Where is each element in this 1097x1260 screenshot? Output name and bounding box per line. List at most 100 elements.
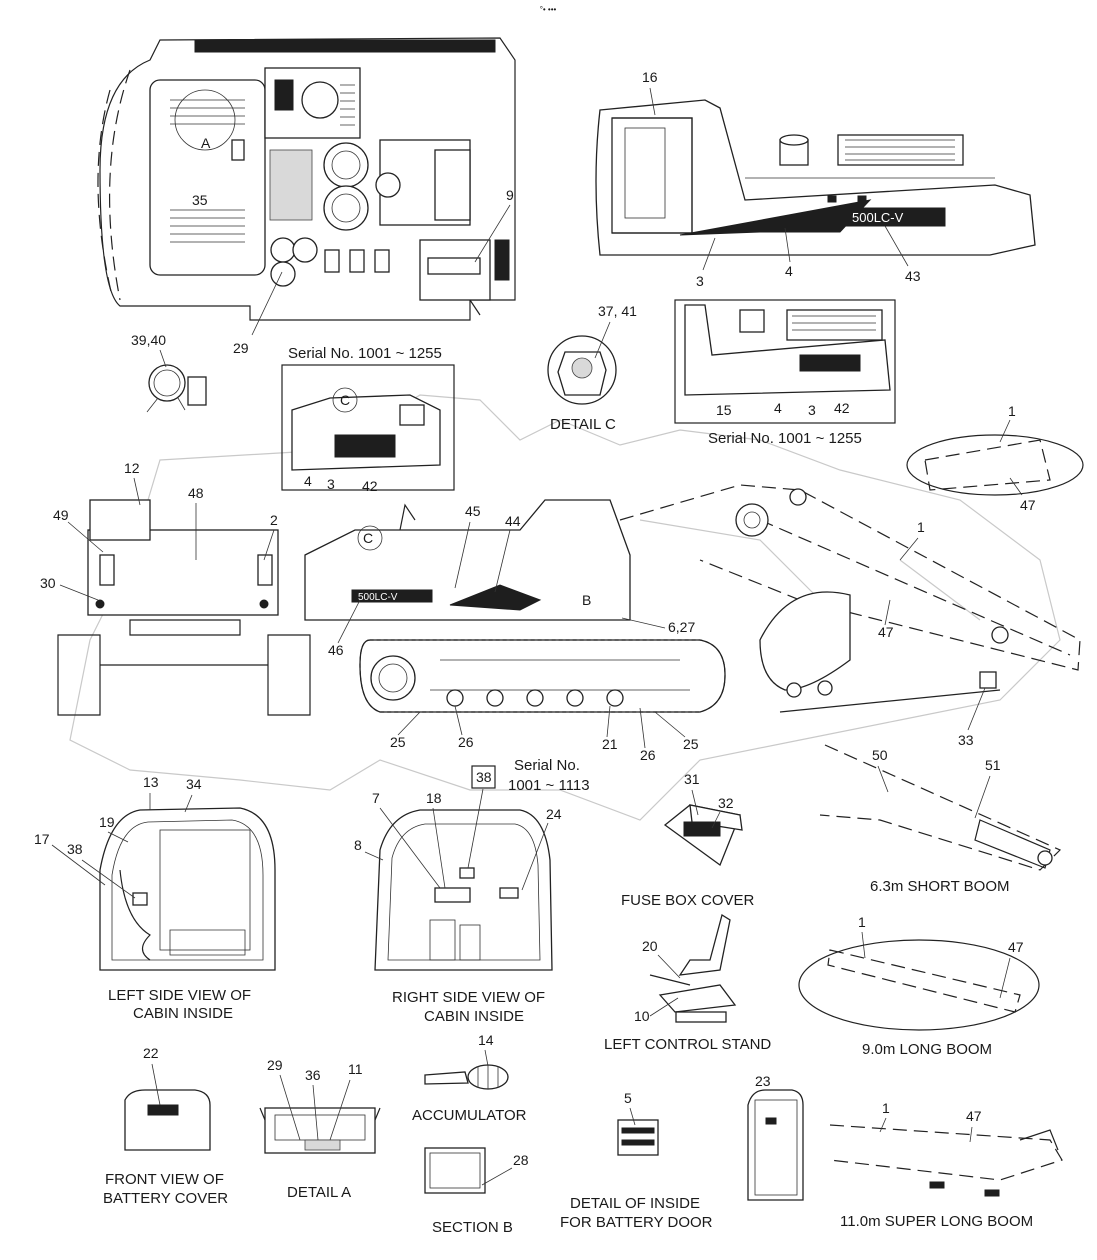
callout-3-left: 3 bbox=[327, 476, 335, 492]
callout-9: 9 bbox=[506, 187, 514, 203]
callout-30: 30 bbox=[40, 575, 56, 591]
callout-36: 36 bbox=[305, 1067, 321, 1083]
callout-39-40: 39,40 bbox=[131, 332, 166, 348]
top-mark: °• ••• bbox=[540, 5, 557, 14]
callout-22: 22 bbox=[143, 1045, 159, 1061]
callout-5: 5 bbox=[624, 1090, 632, 1106]
model-badge-top: 500LC-V bbox=[852, 210, 904, 225]
callout-29-top: 29 bbox=[233, 340, 249, 356]
detail-c-caption: DETAIL C bbox=[550, 416, 616, 433]
callout-1-super: 1 bbox=[882, 1100, 890, 1116]
callout-3-right: 3 bbox=[808, 402, 816, 418]
long-boom-figure bbox=[798, 939, 1040, 1031]
callout-35: 35 bbox=[192, 192, 208, 208]
callout-45: 45 bbox=[465, 503, 481, 519]
callout-10: 10 bbox=[634, 1008, 650, 1024]
left-cabin-figure bbox=[99, 807, 276, 971]
serial-box-left: C bbox=[281, 364, 455, 491]
fuse-box-cover-figure bbox=[663, 804, 743, 867]
accumulator-figure bbox=[424, 1064, 509, 1090]
left-cabin-caption-2: CABIN INSIDE bbox=[133, 1005, 233, 1022]
callout-12: 12 bbox=[124, 460, 140, 476]
callout-32: 32 bbox=[718, 795, 734, 811]
callout-25-right: 25 bbox=[683, 736, 699, 752]
callout-11: 11 bbox=[348, 1061, 363, 1077]
callout-46: 46 bbox=[328, 642, 344, 658]
callout-19: 19 bbox=[99, 814, 115, 830]
serial-label-left: Serial No. 1001 ~ 1255 bbox=[288, 345, 442, 362]
battery-cover-caption-2: BATTERY COVER bbox=[103, 1190, 228, 1207]
left-control-stand-figure bbox=[649, 913, 737, 1023]
rear-view bbox=[57, 499, 311, 716]
view-b-letter: B bbox=[582, 592, 591, 608]
callout-33: 33 bbox=[958, 732, 974, 748]
callout-51: 51 bbox=[985, 757, 1001, 773]
battery-door-caption-1: DETAIL OF INSIDE bbox=[570, 1195, 700, 1212]
callout-26-left: 26 bbox=[458, 734, 474, 750]
accumulator-caption: ACCUMULATOR bbox=[412, 1107, 527, 1124]
view-c-letter-box: C bbox=[340, 392, 350, 408]
section-b-caption: SECTION B bbox=[432, 1219, 513, 1236]
section-b-figure bbox=[424, 1147, 486, 1194]
callout-6-27: 6,27 bbox=[668, 619, 695, 635]
callout-29-detail: 29 bbox=[267, 1057, 283, 1073]
callout-1-ellipse: 1 bbox=[1008, 403, 1016, 419]
left-cabin-caption-1: LEFT SIDE VIEW OF bbox=[108, 987, 251, 1004]
callout-44: 44 bbox=[505, 513, 521, 529]
callout-37-41: 37, 41 bbox=[598, 303, 637, 319]
callout-25-left: 25 bbox=[390, 734, 406, 750]
serial-cab-line2: 1001 ~ 1113 bbox=[508, 777, 590, 794]
short-boom-caption: 6.3m SHORT BOOM bbox=[870, 878, 1009, 895]
boom-and-arm bbox=[619, 484, 1081, 713]
side-view-machine: C 500LC-V B bbox=[304, 499, 726, 713]
view-a-letter: A bbox=[201, 135, 211, 151]
callout-48: 48 bbox=[188, 485, 204, 501]
callout-1-long: 1 bbox=[858, 914, 866, 930]
detail-a-caption: DETAIL A bbox=[287, 1184, 351, 1201]
serial-cab-line1: Serial No. bbox=[514, 757, 580, 774]
callout-16: 16 bbox=[642, 69, 658, 85]
callout-7: 7 bbox=[372, 790, 380, 806]
callout-17: 17 bbox=[34, 831, 50, 847]
battery-door-caption-2: FOR BATTERY DOOR bbox=[560, 1214, 713, 1231]
callout-15: 15 bbox=[716, 402, 732, 418]
callout-4-left: 4 bbox=[304, 473, 312, 489]
callout-38-right: 38 bbox=[476, 769, 492, 785]
light-part-39-40 bbox=[146, 364, 207, 413]
callout-18: 18 bbox=[426, 790, 442, 806]
callout-1-main: 1 bbox=[917, 519, 925, 535]
callout-31: 31 bbox=[684, 771, 700, 787]
boom-detail-ellipse-top bbox=[906, 434, 1084, 496]
view-c-letter-main: C bbox=[363, 530, 373, 546]
detail-a-figure bbox=[259, 1107, 381, 1154]
callout-28: 28 bbox=[513, 1152, 529, 1168]
callout-3-top: 3 bbox=[696, 273, 704, 289]
serial-box-right bbox=[674, 299, 896, 424]
callout-24: 24 bbox=[546, 806, 562, 822]
fuse-box-caption: FUSE BOX COVER bbox=[621, 892, 755, 909]
door-23-figure bbox=[747, 1089, 804, 1201]
super-long-boom-caption: 11.0m SUPER LONG BOOM bbox=[840, 1213, 1033, 1230]
upper-structure-side-view: 500LC-V bbox=[595, 99, 1036, 256]
serial-label-right: Serial No. 1001 ~ 1255 bbox=[708, 430, 862, 447]
callout-47-main: 47 bbox=[878, 624, 894, 640]
callout-34: 34 bbox=[186, 776, 202, 792]
callout-47-super: 47 bbox=[966, 1108, 982, 1124]
callout-13: 13 bbox=[143, 774, 159, 790]
right-cabin-figure bbox=[374, 809, 553, 971]
callout-20: 20 bbox=[642, 938, 658, 954]
super-long-boom-figure bbox=[829, 1124, 1063, 1197]
model-badge-main: 500LC-V bbox=[358, 592, 398, 603]
callout-4-top: 4 bbox=[785, 263, 793, 279]
callout-42-left: 42 bbox=[362, 478, 378, 494]
callout-47-ellipse: 47 bbox=[1020, 497, 1036, 513]
callout-26-right: 26 bbox=[640, 747, 656, 763]
right-cabin-caption-1: RIGHT SIDE VIEW OF bbox=[392, 989, 545, 1006]
left-control-stand-caption: LEFT CONTROL STAND bbox=[604, 1036, 771, 1053]
callout-21: 21 bbox=[602, 736, 618, 752]
callout-23: 23 bbox=[755, 1073, 771, 1089]
short-boom-figure bbox=[819, 744, 1062, 871]
callout-49: 49 bbox=[53, 507, 69, 523]
callout-14: 14 bbox=[478, 1032, 494, 1048]
